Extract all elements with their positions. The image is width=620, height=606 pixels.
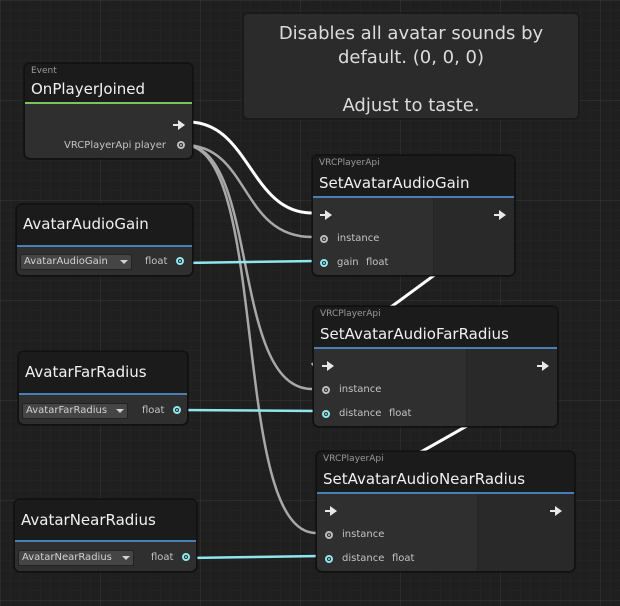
flow-wire-event-to-gain bbox=[187, 120, 313, 215]
flow-out-port[interactable] bbox=[537, 361, 549, 371]
node-title: AvatarNearRadius bbox=[21, 511, 156, 529]
node-category: Event bbox=[31, 66, 57, 76]
distance-input-port[interactable] bbox=[325, 555, 333, 563]
node-set-avatar-audio-far-radius[interactable]: VRCPlayerApi SetAvatarAudioFarRadius ins… bbox=[313, 306, 558, 427]
player-output-label: VRCPlayerApi player bbox=[64, 140, 166, 151]
param-type-label: float bbox=[389, 408, 412, 419]
output-type-label: float bbox=[145, 256, 168, 267]
dropdown-value: AvatarFarRadius bbox=[26, 405, 108, 416]
gain-input-port[interactable] bbox=[320, 259, 328, 267]
accent-bar bbox=[317, 492, 574, 494]
comment-line-3: Adjust to taste. bbox=[342, 95, 480, 116]
accent-bar bbox=[17, 245, 192, 247]
variable-dropdown[interactable]: AvatarAudioGain bbox=[20, 254, 132, 270]
node-avatar-far-radius[interactable]: AvatarFarRadius AvatarFarRadius float bbox=[18, 351, 188, 425]
node-title: SetAvatarAudioGain bbox=[319, 174, 470, 192]
instance-label: instance bbox=[342, 529, 385, 540]
flow-out-port[interactable] bbox=[494, 210, 506, 220]
flow-in-port[interactable] bbox=[320, 210, 332, 220]
node-category: VRCPlayerApi bbox=[319, 158, 380, 168]
float-output-port[interactable] bbox=[182, 553, 190, 561]
accent-bar bbox=[313, 196, 514, 198]
param-label: gain bbox=[337, 257, 359, 268]
accent-bar bbox=[314, 347, 557, 349]
float-wire-far bbox=[177, 408, 319, 413]
node-category: VRCPlayerApi bbox=[323, 454, 384, 464]
comment-line-2: default. (0, 0, 0) bbox=[337, 47, 485, 68]
float-output-port[interactable] bbox=[173, 406, 181, 414]
player-wire-to-near bbox=[183, 143, 317, 535]
flow-out-port[interactable] bbox=[173, 120, 185, 130]
param-type-label: float bbox=[392, 553, 415, 564]
node-category: VRCPlayerApi bbox=[320, 309, 381, 319]
param-label: distance bbox=[342, 553, 385, 564]
player-output-port[interactable] bbox=[177, 141, 185, 149]
float-wire-gain bbox=[181, 259, 317, 265]
player-wire-to-far bbox=[183, 143, 313, 391]
accent-bar bbox=[19, 393, 187, 395]
comment-box[interactable]: Disables all avatar sounds by default. (… bbox=[242, 12, 580, 120]
dropdown-value: AvatarAudioGain bbox=[24, 256, 108, 267]
output-type-label: float bbox=[151, 552, 174, 563]
node-on-player-joined[interactable]: Event OnPlayerJoined VRCPlayerApi player bbox=[24, 63, 193, 159]
distance-input-port[interactable] bbox=[322, 410, 330, 418]
flow-in-port[interactable] bbox=[322, 361, 334, 371]
node-title: AvatarAudioGain bbox=[23, 215, 149, 233]
float-output-port[interactable] bbox=[176, 257, 184, 265]
param-type-label: float bbox=[366, 257, 389, 268]
instance-input-port[interactable] bbox=[320, 235, 328, 243]
output-type-label: float bbox=[142, 405, 165, 416]
comment-line-1: Disables all avatar sounds by bbox=[278, 23, 544, 44]
float-wire-near bbox=[187, 554, 321, 560]
node-title: SetAvatarAudioNearRadius bbox=[323, 470, 526, 488]
node-title: SetAvatarAudioFarRadius bbox=[320, 325, 509, 343]
variable-dropdown[interactable]: AvatarFarRadius bbox=[22, 403, 128, 419]
node-title: AvatarFarRadius bbox=[25, 363, 147, 381]
chevron-down-icon bbox=[120, 260, 128, 264]
chevron-down-icon bbox=[122, 556, 130, 560]
output-column bbox=[466, 349, 557, 426]
node-avatar-audio-gain[interactable]: AvatarAudioGain AvatarAudioGain float bbox=[16, 204, 193, 276]
node-avatar-near-radius[interactable]: AvatarNearRadius AvatarNearRadius float bbox=[14, 499, 197, 572]
instance-input-port[interactable] bbox=[322, 386, 330, 394]
instance-input-port[interactable] bbox=[325, 531, 333, 539]
chevron-down-icon bbox=[116, 409, 124, 413]
flow-out-port[interactable] bbox=[550, 506, 562, 516]
node-set-avatar-audio-gain[interactable]: VRCPlayerApi SetAvatarAudioGain instance… bbox=[312, 155, 515, 276]
node-set-avatar-audio-near-radius[interactable]: VRCPlayerApi SetAvatarAudioNearRadius in… bbox=[316, 451, 575, 572]
accent-bar bbox=[15, 540, 196, 542]
node-title: OnPlayerJoined bbox=[31, 80, 146, 98]
instance-label: instance bbox=[337, 233, 380, 244]
player-wire-to-gain bbox=[183, 143, 313, 239]
instance-label: instance bbox=[339, 384, 382, 395]
event-accent-bar bbox=[25, 102, 192, 104]
dropdown-value: AvatarNearRadius bbox=[22, 552, 112, 563]
flow-in-port[interactable] bbox=[325, 506, 337, 516]
variable-dropdown[interactable]: AvatarNearRadius bbox=[18, 550, 134, 566]
param-label: distance bbox=[339, 408, 382, 419]
